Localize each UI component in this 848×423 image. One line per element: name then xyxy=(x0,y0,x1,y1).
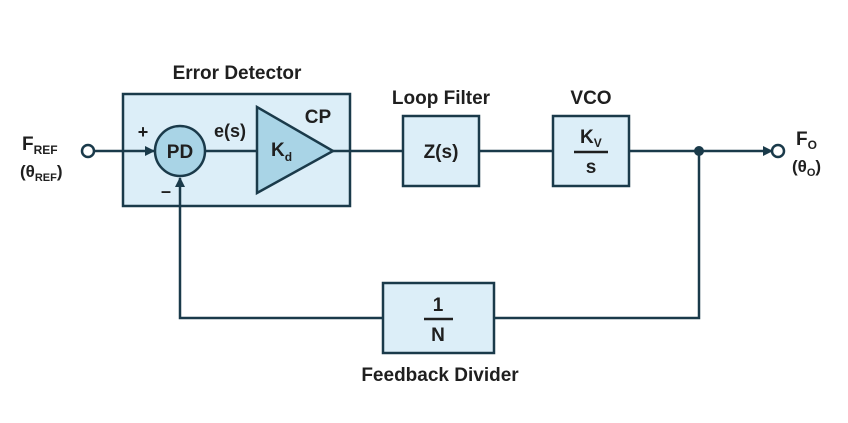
input-label-f: FREF xyxy=(22,134,58,157)
feedback-wire-right xyxy=(494,151,701,320)
charge-pump-triangle xyxy=(255,104,336,196)
vco-title: VCO xyxy=(570,88,611,109)
input-terminal xyxy=(80,143,96,159)
loop-filter-title: Loop Filter xyxy=(392,88,491,109)
error-signal-label: e(s) xyxy=(214,121,246,141)
divider-denominator: N xyxy=(431,325,445,346)
cp-label: CP xyxy=(305,107,332,128)
feedback-divider-title: Feedback Divider xyxy=(361,365,519,386)
loop-filter-content: Z(s) xyxy=(424,142,459,163)
loop-filter-box xyxy=(401,114,481,188)
feedback-wire-left xyxy=(175,177,383,320)
error-detector-title: Error Detector xyxy=(173,63,302,84)
pd-label: PD xyxy=(167,142,193,163)
kd-label: Kd xyxy=(271,140,292,164)
output-label-f: FO xyxy=(796,129,817,152)
divider-numerator: 1 xyxy=(433,295,444,316)
vco-denominator: s xyxy=(586,157,597,178)
input-label-theta: (θREF) xyxy=(20,162,63,184)
plus-sign: + xyxy=(138,122,149,142)
vco-numerator: KV xyxy=(580,127,602,150)
minus-sign: – xyxy=(161,181,171,201)
output-label-theta: (θO) xyxy=(792,157,821,179)
output-terminal xyxy=(770,143,786,159)
